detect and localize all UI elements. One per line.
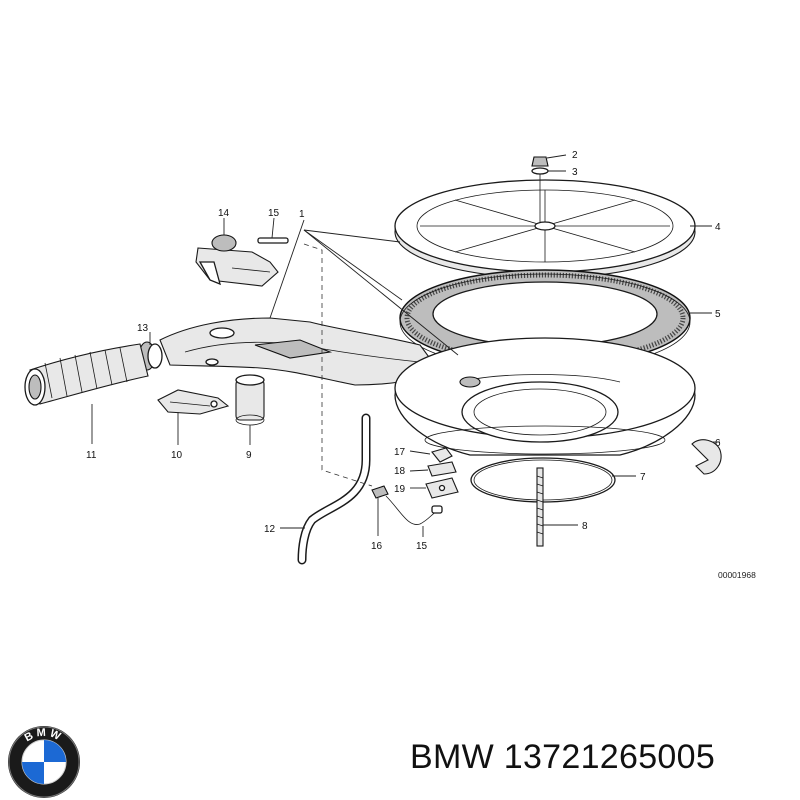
part-14-thermostat-valve	[195, 234, 279, 287]
part-12-vacuum-hose	[297, 413, 371, 565]
part-10-mounting-bracket	[157, 389, 230, 415]
callout-7: 7	[640, 472, 646, 483]
part-4-air-cleaner-lid	[394, 179, 696, 279]
callout-1: 1	[299, 209, 305, 220]
part-11-intake-hose	[24, 343, 149, 406]
leader-lines	[91, 154, 720, 537]
part-2-wing-nut	[531, 156, 549, 167]
callout-13: 13	[137, 323, 149, 334]
callout-19: 19	[394, 484, 406, 495]
part-15-pin-wire	[385, 495, 443, 525]
callout-16: 16	[371, 541, 383, 552]
part-9-rubber-sleeve	[235, 374, 265, 426]
callout-18: 18	[394, 466, 406, 477]
part-6-spring-clip	[691, 439, 722, 475]
part-19-bracket-clip	[425, 477, 459, 499]
part-8-stud-bolt	[536, 467, 544, 547]
callout-15-bottom: 15	[416, 541, 428, 552]
part-15-retaining-pin	[257, 237, 289, 244]
part-number-label: BMW 13721265005	[410, 738, 716, 776]
bmw-roundel-icon: BMW	[8, 726, 80, 798]
diagram-reference-code: 00001968	[718, 570, 756, 580]
part-16-clip-nut	[371, 485, 389, 499]
callout-8: 8	[582, 521, 588, 532]
callout-5: 5	[715, 309, 721, 320]
callout-9: 9	[246, 450, 252, 461]
callout-14: 14	[218, 208, 230, 219]
part-17-clip	[431, 447, 453, 463]
svg-text:BMW: BMW	[23, 727, 66, 745]
part-18-clamp-plate	[427, 461, 457, 477]
callout-6: 6	[715, 438, 721, 449]
callout-11: 11	[86, 450, 97, 461]
callout-15-top: 15	[268, 208, 280, 219]
callout-10: 10	[171, 450, 183, 461]
callout-17: 17	[394, 447, 406, 458]
callout-4: 4	[715, 222, 721, 233]
callout-2: 2	[572, 150, 578, 161]
part-1-air-cleaner-housing	[159, 317, 696, 456]
callout-12: 12	[264, 524, 276, 535]
part-3-washer	[531, 167, 549, 175]
part-5-filter-element	[399, 269, 691, 371]
callout-3: 3	[572, 167, 578, 178]
callouts: 1 2 3 4 5 6 7 8 9 10 11 12 13 14 15 15 1…	[86, 150, 756, 580]
assembly-dashed-line	[303, 243, 373, 487]
